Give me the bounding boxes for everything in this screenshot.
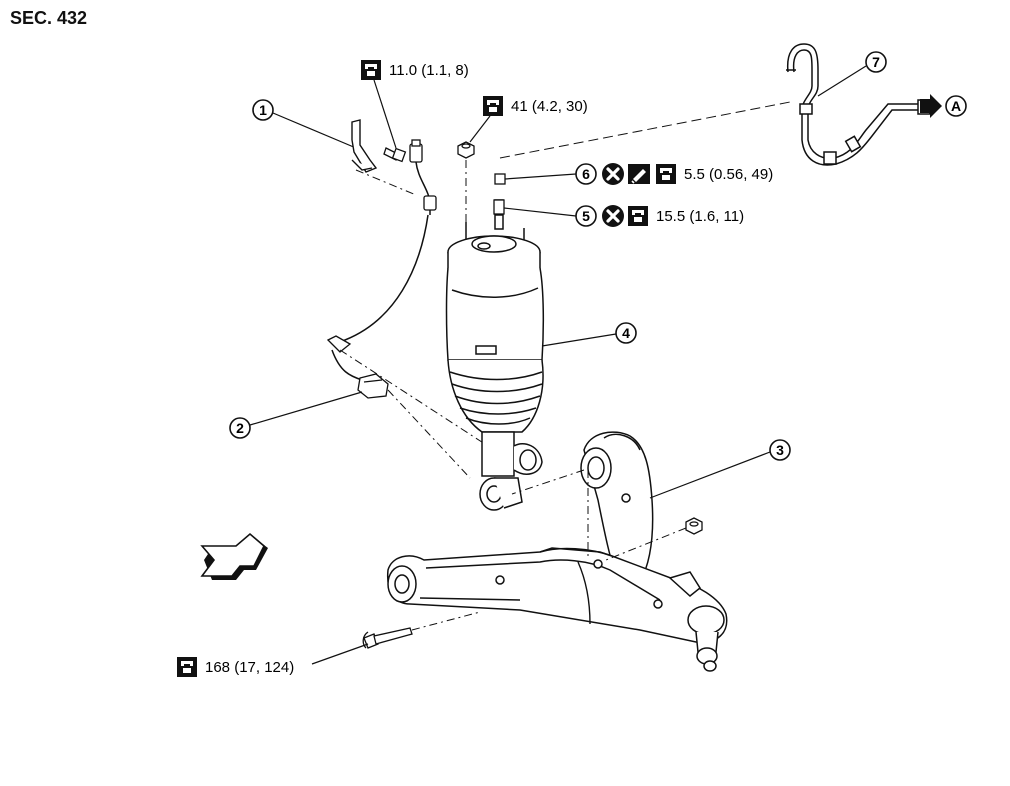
fitting-6: [494, 173, 506, 185]
callout-3: 3: [649, 439, 791, 499]
torque-spec-5-text: 15.5 (1.6, 11): [656, 208, 744, 225]
callout-2-label: 2: [236, 420, 244, 436]
height-sensor-bracket: [351, 119, 378, 173]
torque-spec-2-text: 41 (4.2, 30): [511, 98, 588, 115]
air-spring: [445, 199, 545, 511]
harness-clip: [326, 195, 437, 353]
vehicle-front-arrow-icon: [200, 532, 268, 580]
torque-spec-6-text: 5.5 (0.56, 49): [684, 166, 773, 183]
torque-wrench-icon: [177, 657, 197, 677]
bracket-bolt: [383, 147, 407, 163]
callout-4: 4: [541, 322, 637, 347]
torque-wrench-icon: [483, 96, 503, 116]
callout-3-label: 3: [776, 442, 784, 458]
callout-6: 6 5.5 (0.56, 49): [575, 161, 773, 187]
callout-1-label: 1: [259, 102, 267, 118]
section-label: SEC. 432: [10, 8, 88, 28]
lower-link: [386, 431, 728, 672]
torque-wrench-icon: [656, 164, 676, 184]
callout-5-label: 5: [582, 208, 590, 224]
torque-spec-1: 11.0 (1.1, 8): [361, 60, 469, 149]
torque-wrench-icon: [628, 206, 648, 226]
do-not-reuse-icon: [600, 161, 626, 187]
callout-2: 2: [229, 391, 363, 439]
fitting-5: [493, 199, 505, 215]
torque-spec-bolt-text: 168 (17, 124): [205, 659, 294, 676]
top-nut: [457, 141, 475, 159]
arrow-to-A: [920, 94, 942, 118]
connector: [409, 139, 423, 163]
apply-oil-icon: [627, 163, 651, 185]
link-nut: [685, 517, 703, 535]
torque-spec-2: 41 (4.2, 30): [469, 96, 588, 143]
link-bolt: [362, 627, 413, 649]
callout-A-label: A: [951, 98, 961, 114]
sensor-harness: [331, 161, 431, 345]
torque-spec-bolt: 168 (17, 124): [177, 643, 369, 677]
callout-1: 1: [252, 99, 357, 149]
callout-2-part: [357, 373, 389, 399]
do-not-reuse-icon: [600, 203, 626, 229]
callout-7-label: 7: [872, 54, 880, 70]
callout-5: 5 15.5 (1.6, 11): [575, 203, 744, 229]
torque-wrench-icon: [361, 60, 381, 80]
callout-7: 7: [817, 51, 887, 97]
callout-4-label: 4: [622, 325, 630, 341]
air-tube: [786, 43, 931, 166]
callout-6-label: 6: [582, 166, 590, 182]
torque-spec-1-text: 11.0 (1.1, 8): [389, 62, 469, 79]
callout-A: A: [945, 95, 967, 117]
